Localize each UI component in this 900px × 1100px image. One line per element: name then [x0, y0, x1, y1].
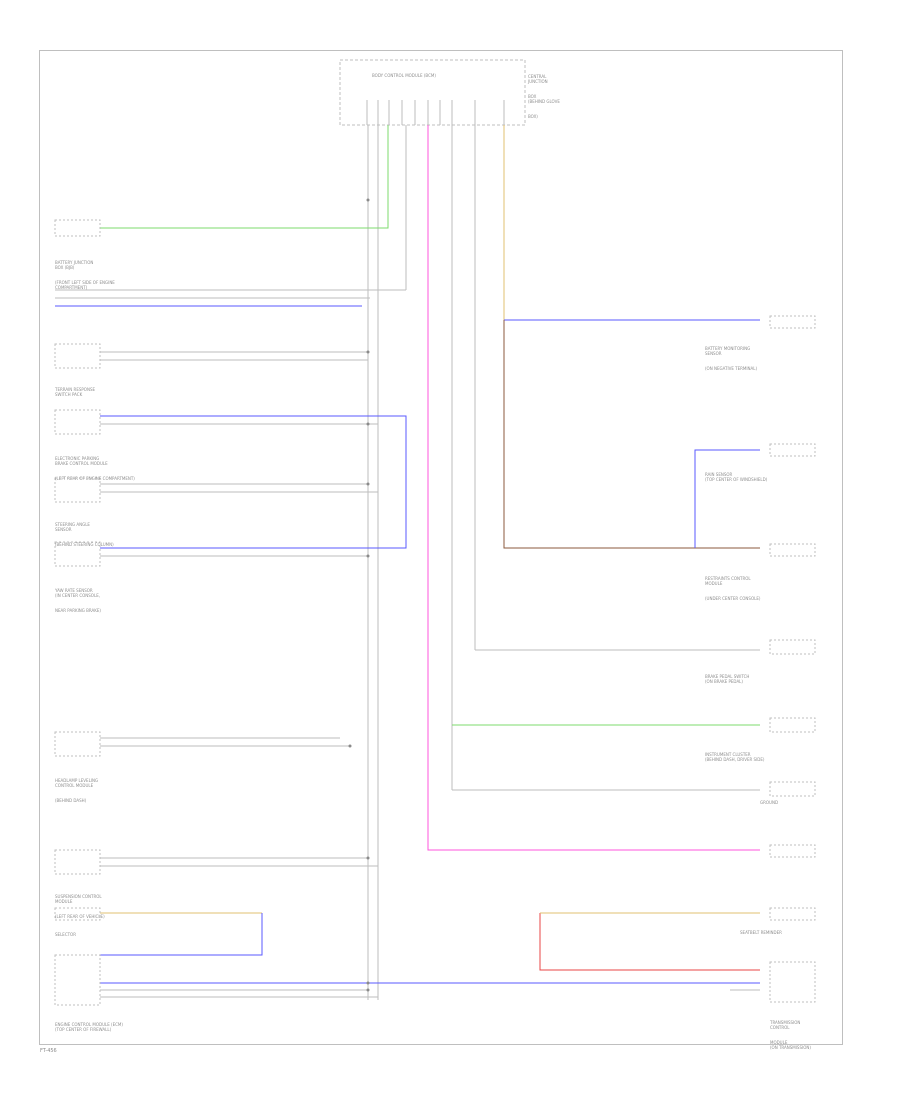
wire-blue-brake	[100, 415, 407, 549]
bcm-header: BODY CONTROL MODULE (BCM)	[372, 73, 436, 78]
ecm-label: ENGINE CONTROL MODULE (ECM)(TOP CENTER O…	[55, 1022, 123, 1032]
wire-red-tcm	[539, 913, 760, 971]
diagram-frame	[39, 50, 843, 1045]
cluster-label: INSTRUMENT CLUSTER(BEHIND DASH, DRIVER S…	[705, 752, 765, 762]
suspension-box	[54, 849, 101, 875]
ecm-box	[54, 954, 101, 1006]
rain-box	[769, 443, 816, 457]
seatbelt-box	[769, 907, 816, 921]
yaw-box	[54, 541, 101, 567]
splice-dots	[348, 198, 370, 992]
ground-box	[769, 781, 816, 797]
pink-target-box	[769, 844, 816, 858]
bcm-pins	[366, 100, 505, 125]
restraints-box	[769, 639, 816, 655]
battery-sensor-box	[769, 315, 816, 329]
component-stubs	[100, 351, 760, 998]
wire-blue-rain	[694, 449, 760, 548]
bjb-box	[54, 219, 101, 237]
ground-label: GROUND	[760, 800, 779, 805]
wire-pink	[427, 125, 760, 851]
brake-switch-label: BRAKE PEDAL SWITCH(ON BRAKE PEDAL)	[705, 674, 750, 684]
selector-box	[54, 907, 101, 921]
terrain-box	[54, 343, 101, 369]
bcm-box	[339, 59, 526, 126]
wire-green-bjb	[100, 125, 389, 229]
wire-brown-rain	[503, 320, 760, 549]
rain-sensor-box	[769, 543, 816, 557]
trunk-wires	[55, 125, 760, 1000]
cluster-box	[769, 717, 816, 733]
steering-box	[54, 477, 101, 503]
seatbelt-label: SEATBELT REMINDER	[740, 930, 782, 935]
brake-module-box	[54, 409, 101, 435]
headlamp-box	[54, 731, 101, 757]
tcm-box	[769, 961, 816, 1003]
yaw-label: YAW RATE SENSOR(IN CENTER CONSOLE, NEAR …	[55, 588, 101, 613]
rain-label: RAIN SENSOR(TOP CENTER OF WINDSHIELD)	[705, 472, 768, 482]
wire-blue-selector	[100, 913, 263, 956]
figure-code: FT-456	[40, 1048, 57, 1054]
selector-label: SELECTOR	[55, 932, 76, 937]
